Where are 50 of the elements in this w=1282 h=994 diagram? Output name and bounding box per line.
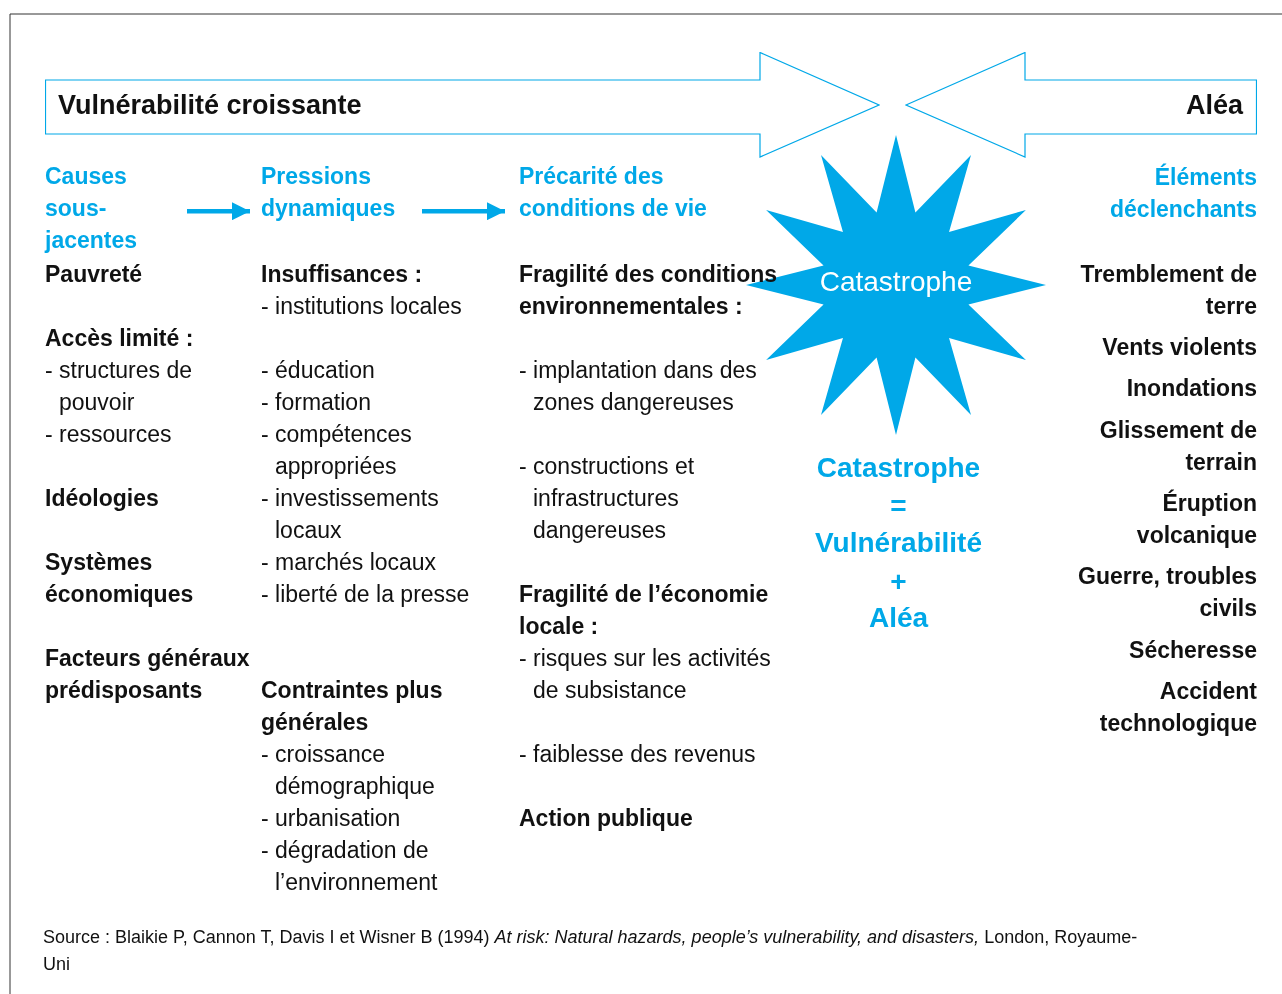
bold-heading: Guerre, troubles civils	[1077, 562, 1257, 623]
list-item: - risques sur les activités de subsistance	[519, 644, 772, 705]
bold-heading: Glissement de terrain	[1098, 416, 1257, 477]
list-item: - faiblesse des revenus	[519, 740, 757, 769]
arrow	[422, 202, 505, 221]
formula-text: +	[889, 566, 908, 598]
bold-heading: Idéologies	[45, 484, 160, 513]
block-arrow	[45, 52, 880, 158]
list-item: - implantation dans des zones dangereuses	[519, 356, 758, 417]
shape-label: Aléa	[1185, 89, 1243, 121]
bold-heading: Insuffisances :	[261, 260, 424, 289]
bold-heading: Fragilité des conditions environnementales :	[519, 260, 779, 321]
arrow	[187, 202, 250, 221]
bold-heading: Accès limité :	[45, 324, 195, 353]
heading-text: Causes sous-jacentes	[45, 162, 139, 255]
bold-heading: Vents violents	[1101, 333, 1257, 362]
list-item: - investissements locaux	[261, 484, 440, 545]
list-item: - institutions locales	[261, 292, 463, 321]
formula-text: Catastrophe	[815, 452, 982, 484]
formula-text: =	[889, 490, 908, 522]
formula-text: Vulnérabilité	[814, 527, 983, 559]
heading-text: Pressions dynamiques	[260, 162, 397, 223]
bold-heading: Systèmes économiques	[45, 548, 195, 609]
list-item: - constructions et infrastructures dangereuses	[519, 452, 696, 545]
bold-heading: Inondations	[1125, 374, 1257, 403]
list-item: - éducation	[261, 356, 376, 385]
list-item: - structures de pouvoir	[45, 356, 193, 417]
list-item: - urbanisation	[261, 804, 402, 833]
list-item: - liberté de la presse	[261, 580, 471, 609]
list-item: - dégradation de l’environnement	[261, 836, 439, 897]
list-item: - marchés locaux	[261, 548, 438, 577]
list-item: - croissance démographique	[261, 740, 436, 801]
bold-heading: Éruption volcanique	[1135, 488, 1257, 550]
list-item: - ressources	[45, 420, 173, 449]
bold-heading: Pauvreté	[45, 260, 144, 289]
list-item: - compétences appropriées	[261, 420, 413, 481]
bold-heading: Action publique	[519, 804, 694, 833]
source-caption: Source : Blaikie P, Cannon T, Davis I et Wisner B (1994) At risk: Natural hazards, people’s vulnerability, and disasters, London, Royaume-Uni	[43, 926, 1139, 976]
bold-heading: Tremblement de terre	[1079, 260, 1257, 321]
bold-heading: Facteurs généraux prédisposants	[45, 644, 250, 705]
bold-heading: Accident technologique	[1098, 677, 1257, 738]
bold-heading: Sécheresse	[1128, 636, 1257, 665]
list-item: - formation	[261, 388, 372, 417]
bold-heading: Contraintes plus générales	[261, 676, 444, 737]
shape-label: Vulnérabilité croissante	[58, 89, 362, 121]
column-heading: Éléments déclenchants	[1109, 162, 1257, 224]
bold-heading: Fragilité de l’économie locale :	[519, 580, 770, 641]
block-arrow	[905, 52, 1257, 158]
heading-text: Précarité des conditions de vie	[518, 162, 708, 223]
formula-text: Aléa	[867, 602, 930, 634]
